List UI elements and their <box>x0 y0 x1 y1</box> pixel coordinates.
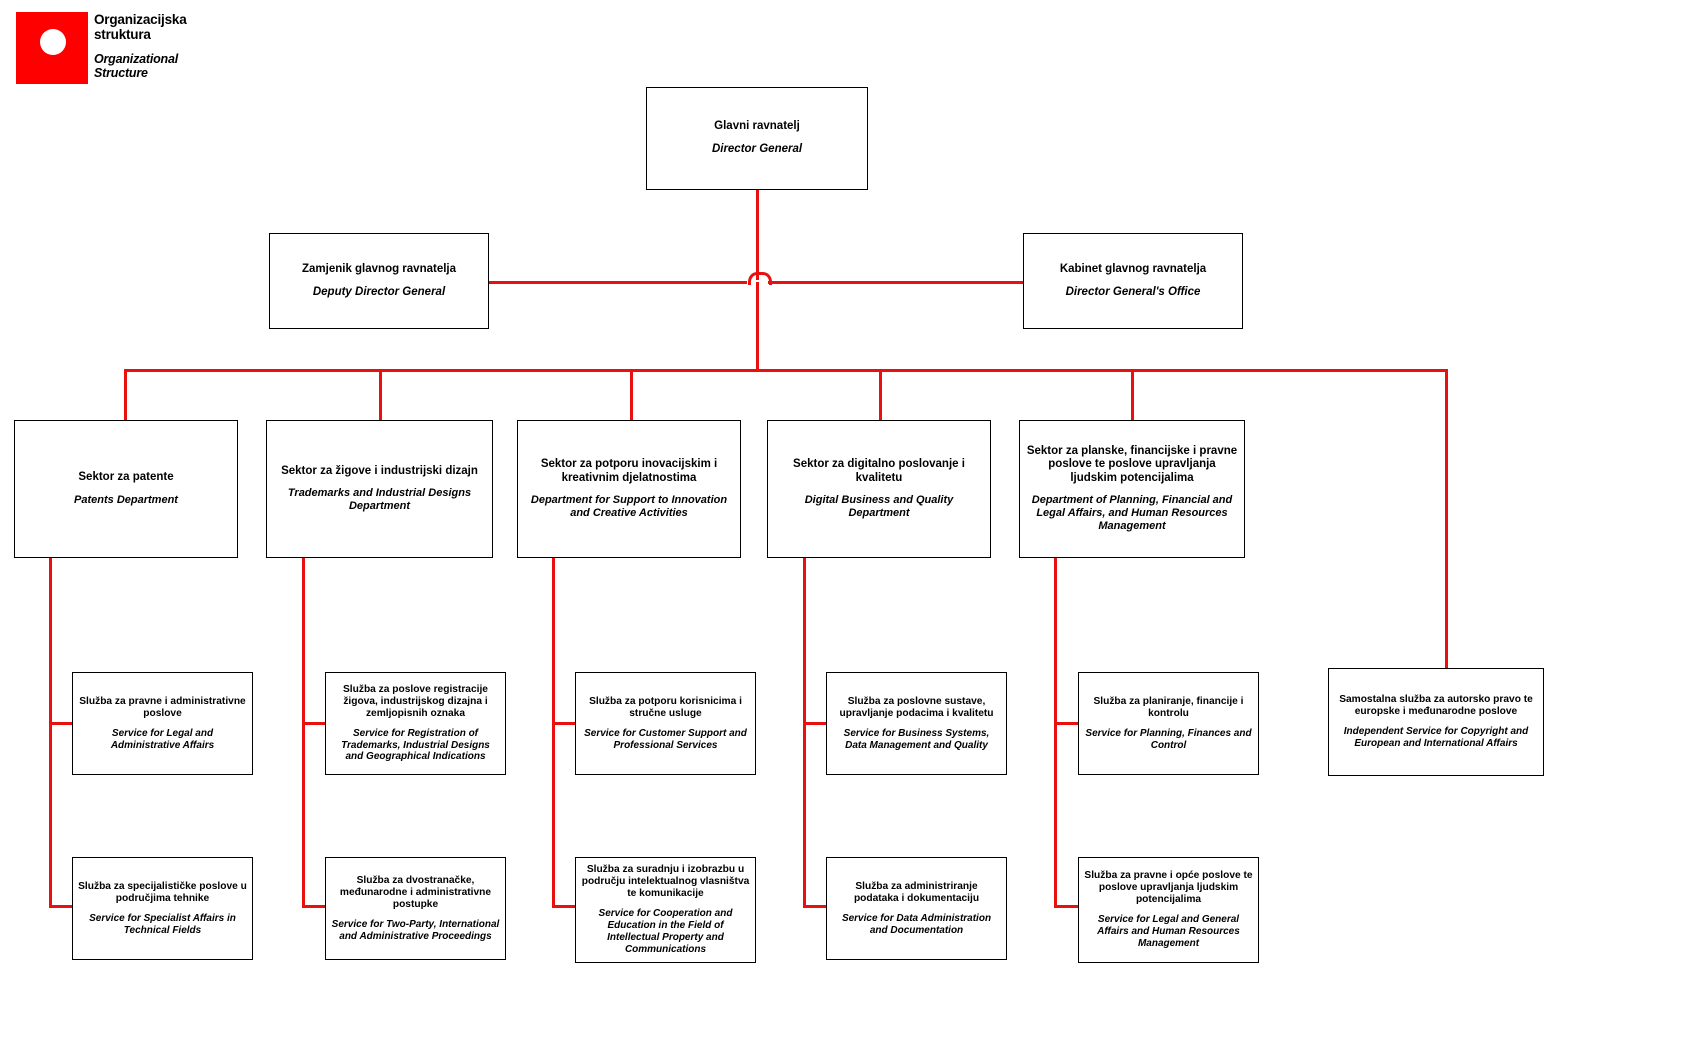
node-service-specialist-technical-title-hr: Služba za specijalističke poslove u podr… <box>78 880 247 904</box>
node-service-legal-admin-title-en: Service for Legal and Administrative Aff… <box>110 727 215 751</box>
node-service-planning-finance-title-en: Service for Planning, Finances and Contr… <box>1085 727 1252 751</box>
node-service-data-administration-title-en: Service for Data Administration and Docu… <box>841 912 992 936</box>
connector-dg-down <box>756 190 759 282</box>
node-deputy-director-general-title-en: Deputy Director General <box>312 285 446 298</box>
logo-title-hr-line1: Organizacijska <box>94 12 187 27</box>
connector-drop-digital <box>879 369 882 423</box>
node-service-cooperation-education-title-en: Service for Cooperation and Education in… <box>598 908 733 955</box>
node-digital-department[interactable]: Sektor za digitalno poslovanje i kvalite… <box>767 420 991 558</box>
node-service-planning-finance[interactable]: Služba za planiranje, financije i kontro… <box>1078 672 1259 775</box>
node-service-legal-admin-title-hr: Služba za pravne i administrativne poslo… <box>79 695 246 719</box>
node-independent-copyright-service-title-hr: Samostalna služba za autorsko pravo te e… <box>1339 694 1533 718</box>
node-service-customer-support[interactable]: Služba za potporu korisnicima i stručne … <box>575 672 756 775</box>
node-director-generals-office-title-hr: Kabinet glavnog ravnatelja <box>1059 262 1207 275</box>
node-service-legal-admin[interactable]: Služba za pravne i administrativne poslo… <box>72 672 253 775</box>
connector-drop-trademarks <box>379 369 382 423</box>
node-trademarks-department-title-en: Trademarks and Industrial Designs Depart… <box>287 487 472 513</box>
node-digital-department-title-hr: Sektor za digitalno poslovanje i kvalite… <box>793 457 965 484</box>
logo-title-hr-line2: struktura <box>94 27 151 42</box>
connector-spine-planning <box>1054 557 1057 907</box>
node-innovation-department[interactable]: Sektor za potporu inovacijskim i kreativ… <box>517 420 741 558</box>
logo-title: Organizacijska struktura Organizational … <box>94 12 294 80</box>
node-service-registration-trademarks-title-hr: Služba za poslove registracije žigova, i… <box>343 683 488 719</box>
connector-spine-trademarks <box>302 557 305 907</box>
node-deputy-director-general-title-hr: Zamjenik glavnog ravnatelja <box>301 262 457 275</box>
node-independent-copyright-service-title-en: Independent Service for Copyright and Eu… <box>1343 726 1529 750</box>
connector-stub-innovation-1 <box>552 722 578 725</box>
node-innovation-department-title-en: Department for Support to Innovation and… <box>530 494 728 520</box>
node-service-registration-trademarks-title-en: Service for Registration of Trademarks, … <box>341 727 490 763</box>
node-director-generals-office-title-en: Director General's Office <box>1065 285 1201 298</box>
connector-stub-trademarks-2 <box>302 905 328 908</box>
node-director-general[interactable]: Glavni ravnatelj Director General <box>646 87 868 190</box>
node-planning-department[interactable]: Sektor za planske, financijske i pravne … <box>1019 420 1245 558</box>
node-digital-department-title-en: Digital Business and Quality Department <box>804 494 954 520</box>
node-service-legal-general-hr[interactable]: Služba za pravne i opće poslove te poslo… <box>1078 857 1259 963</box>
node-service-two-party-title-hr: Služba za dvostranačke, međunarodne i ad… <box>339 874 492 910</box>
node-deputy-director-general[interactable]: Zamjenik glavnog ravnatelja Deputy Direc… <box>269 233 489 329</box>
connector-stub-digital-2 <box>803 905 829 908</box>
node-patents-department[interactable]: Sektor za patente Patents Department <box>14 420 238 558</box>
node-service-two-party[interactable]: Služba za dvostranačke, međunarodne i ad… <box>325 857 506 960</box>
connector-spine-innovation <box>552 557 555 907</box>
node-trademarks-department[interactable]: Sektor za žigove i industrijski dizajn T… <box>266 420 493 558</box>
connector-stub-planning-2 <box>1054 905 1080 908</box>
logo-title-en-line1: Organizational <box>94 52 179 66</box>
connector-drop-patents <box>124 369 127 423</box>
node-independent-copyright-service[interactable]: Samostalna služba za autorsko pravo te e… <box>1328 668 1544 776</box>
node-service-cooperation-education[interactable]: Služba za suradnju i izobrazbu u područj… <box>575 857 756 963</box>
node-service-data-administration-title-hr: Služba za administriranje podataka i dok… <box>853 880 980 904</box>
node-service-planning-finance-title-hr: Služba za planiranje, financije i kontro… <box>1093 695 1244 719</box>
node-director-generals-office[interactable]: Kabinet glavnog ravnatelja Director Gene… <box>1023 233 1243 329</box>
connector-drop-planning <box>1131 369 1134 423</box>
node-innovation-department-title-hr: Sektor za potporu inovacijskim i kreativ… <box>540 457 718 484</box>
node-service-business-systems-title-en: Service for Business Systems, Data Manag… <box>843 727 990 751</box>
logo-title-en-line2: Structure <box>94 66 148 80</box>
node-service-business-systems[interactable]: Služba za poslovne sustave, upravljanje … <box>826 672 1007 775</box>
logo-block: Organizacijska struktura Organizational … <box>16 12 296 98</box>
node-service-customer-support-title-hr: Služba za potporu korisnicima i stručne … <box>589 695 742 719</box>
node-director-general-title-hr: Glavni ravnatelj <box>714 120 800 133</box>
node-service-specialist-technical-title-en: Service for Specialist Affairs in Techni… <box>89 912 236 936</box>
connector-dg-down-2 <box>756 282 759 371</box>
connector-stub-trademarks-1 <box>302 722 328 725</box>
node-service-customer-support-title-en: Service for Customer Support and Profess… <box>584 727 747 751</box>
node-planning-department-title-hr: Sektor za planske, financijske i pravne … <box>1026 444 1238 484</box>
connector-department-bus <box>124 369 1448 372</box>
node-service-business-systems-title-hr: Služba za poslovne sustave, upravljanje … <box>839 695 994 719</box>
node-patents-department-title-hr: Sektor za patente <box>78 471 174 484</box>
node-service-two-party-title-en: Service for Two-Party, International and… <box>331 918 500 942</box>
node-service-legal-general-hr-title-hr: Služba za pravne i opće poslove te poslo… <box>1084 870 1253 906</box>
node-service-cooperation-education-title-hr: Služba za suradnju i izobrazbu u područj… <box>581 864 750 900</box>
connector-stub-digital-1 <box>803 722 829 725</box>
node-service-registration-trademarks[interactable]: Služba za poslove registracije žigova, i… <box>325 672 506 775</box>
connector-drop-independent <box>1445 369 1448 669</box>
node-planning-department-title-en: Department of Planning, Financial and Le… <box>1031 494 1233 533</box>
connector-drop-innovation <box>630 369 633 423</box>
node-service-legal-general-hr-title-en: Service for Legal and General Affairs an… <box>1097 914 1240 949</box>
connector-spine-patents <box>49 557 52 907</box>
node-trademarks-department-title-hr: Sektor za žigove i industrijski dizajn <box>281 464 478 477</box>
node-service-data-administration[interactable]: Služba za administriranje podataka i dok… <box>826 857 1007 960</box>
connector-stub-patents-2 <box>49 905 75 908</box>
connector-stub-patents-1 <box>49 722 75 725</box>
node-patents-department-title-en: Patents Department <box>74 493 178 506</box>
connector-spine-digital <box>803 557 806 907</box>
logo-circle-icon <box>40 29 66 55</box>
connector-stub-innovation-2 <box>552 905 578 908</box>
connector-stub-planning-1 <box>1054 722 1080 725</box>
node-service-specialist-technical[interactable]: Služba za specijalističke poslove u podr… <box>72 857 253 960</box>
logo-square-icon <box>16 12 88 84</box>
connector-hop-icon <box>748 272 772 285</box>
node-director-general-title-en: Director General <box>711 143 803 155</box>
